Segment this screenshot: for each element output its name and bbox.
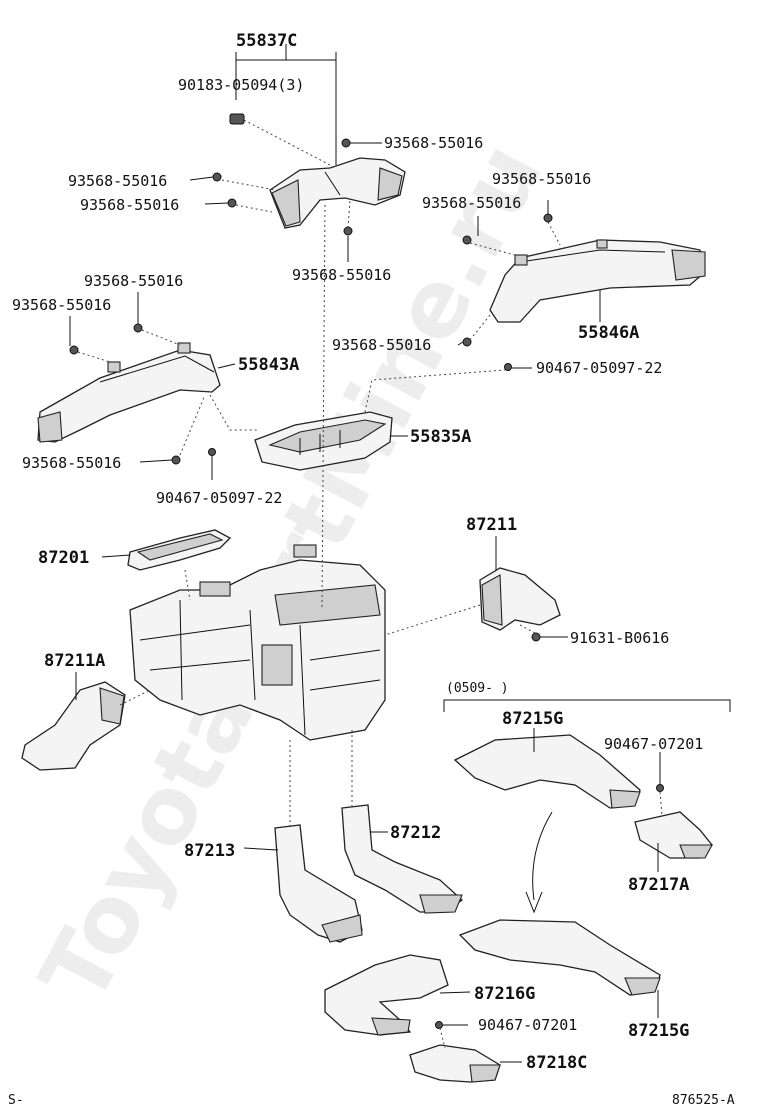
heater-unit-assembly [129,544,386,741]
label-55843a[interactable]: 55843A [238,355,299,375]
label-91631-b0616[interactable]: 91631-B0616 [570,629,669,647]
part-87218c-duct[interactable] [409,1044,501,1083]
label-87211a[interactable]: 87211A [44,651,105,671]
label-93568-55016-c[interactable]: 93568-55016 [80,196,179,214]
part-87213-duct[interactable] [274,824,363,943]
label-93568-55016-i[interactable]: 93568-55016 [332,336,431,354]
leader-lines [69,44,731,1063]
label-55835a[interactable]: 55835A [410,427,471,447]
corner-code-left: S- [8,1093,24,1108]
label-87216g[interactable]: 87216G [474,984,535,1004]
label-87217a[interactable]: 87217A [628,875,689,895]
label-93568-55016-d[interactable]: 93568-55016 [492,170,591,188]
label-90467-05097-22-b[interactable]: 90467-05097-22 [156,489,282,507]
arrow-icon [532,811,553,901]
label-55846a[interactable]: 55846A [578,323,639,343]
label-93568-55016-h[interactable]: 93568-55016 [12,296,111,314]
label-93568-55016-a[interactable]: 93568-55016 [384,134,483,152]
diagram-id: 876525-A [672,1093,735,1108]
label-93568-55016-g[interactable]: 93568-55016 [84,272,183,290]
part-55846a-duct[interactable] [489,239,706,323]
label-90467-05097-22-a[interactable]: 90467-05097-22 [536,359,662,377]
part-87212-duct[interactable] [341,804,464,914]
part-55837c-duct[interactable] [269,157,406,229]
label-87201[interactable]: 87201 [38,548,89,568]
label-87213[interactable]: 87213 [184,841,235,861]
label-87215g-top[interactable]: 87215G [502,709,563,729]
part-87201-filter[interactable] [127,529,232,571]
label-87215g-bottom[interactable]: 87215G [628,1021,689,1041]
label-87218c[interactable]: 87218C [526,1053,587,1073]
label-55837c[interactable]: 55837C [236,31,297,51]
part-87211a-duct[interactable] [21,681,126,771]
label-90183-05094[interactable]: 90183-05094(3) [178,76,304,94]
label-range: (0509- ) [446,681,509,696]
label-90467-07201-b[interactable]: 90467-07201 [478,1016,577,1034]
part-87217a-duct[interactable] [634,811,713,859]
part-87211-duct[interactable] [479,567,561,631]
label-93568-55016-j[interactable]: 93568-55016 [22,454,121,472]
label-87211[interactable]: 87211 [466,515,517,535]
part-87215g-bottom-duct[interactable] [458,919,661,996]
dotted-guides [77,119,663,1049]
label-93568-55016-e[interactable]: 93568-55016 [422,194,521,212]
label-93568-55016-b[interactable]: 93568-55016 [68,172,167,190]
part-87215g-top-duct[interactable] [453,734,641,809]
label-87212[interactable]: 87212 [390,823,441,843]
label-90467-07201-a[interactable]: 90467-07201 [604,735,703,753]
label-93568-55016-f[interactable]: 93568-55016 [292,266,391,284]
clip-90183[interactable] [229,113,245,125]
part-87216g-duct[interactable] [324,954,449,1036]
part-55843a-duct[interactable] [37,342,221,443]
